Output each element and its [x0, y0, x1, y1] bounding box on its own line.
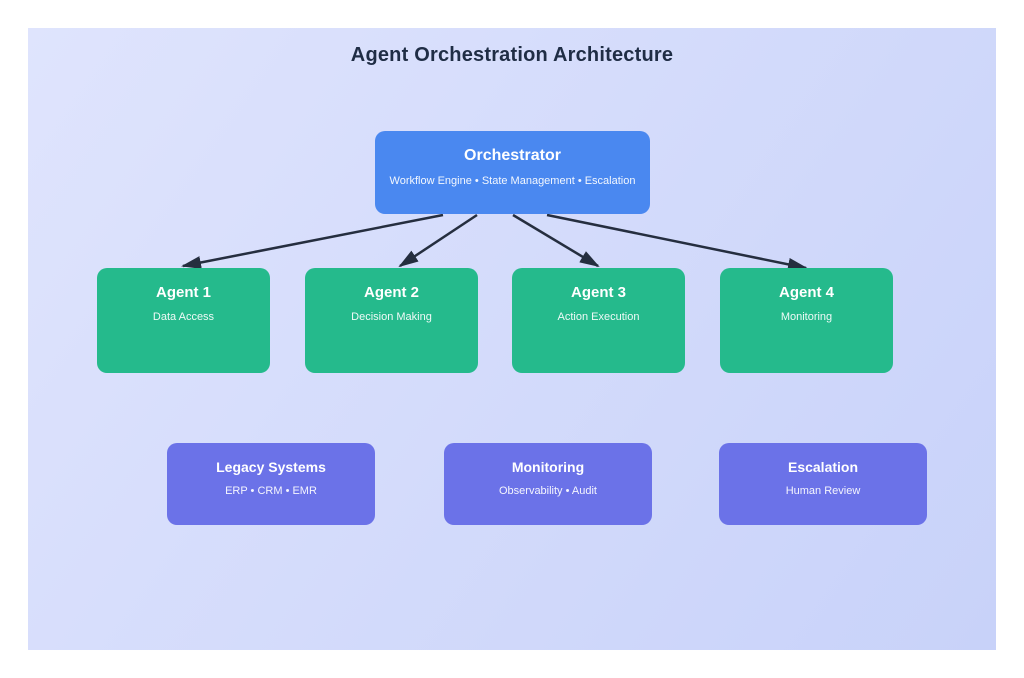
node-escalation: Escalation Human Review [719, 443, 927, 525]
diagram-title: Agent Orchestration Architecture [350, 44, 674, 66]
system-subtitle: ERP • CRM • EMR [225, 485, 317, 497]
system-title: Escalation [787, 459, 859, 475]
agent-subtitle: Action Execution [557, 311, 640, 323]
agent-title: Agent 4 [778, 284, 834, 301]
system-subtitle: Human Review [785, 485, 861, 497]
agent-subtitle: Decision Making [351, 311, 432, 323]
orchestrator-subtitle: Workflow Engine • State Management • Esc… [389, 175, 636, 187]
system-title: Monitoring [511, 459, 585, 475]
system-title: Legacy Systems [216, 459, 326, 475]
node-agent-3: Agent 3 Action Execution [512, 268, 685, 373]
agent-title: Agent 1 [155, 284, 211, 301]
agent-title: Agent 3 [570, 284, 626, 301]
system-subtitle: Observability • Audit [498, 485, 597, 497]
agent-subtitle: Data Access [152, 311, 215, 323]
node-legacy-systems: Legacy Systems ERP • CRM • EMR [167, 443, 375, 525]
node-monitoring: Monitoring Observability • Audit [444, 443, 652, 525]
orchestrator-title: Orchestrator [464, 147, 561, 164]
node-agent-4: Agent 4 Monitoring [720, 268, 893, 373]
node-orchestrator: Orchestrator Workflow Engine • State Man… [375, 131, 650, 214]
node-agent-2: Agent 2 Decision Making [305, 268, 478, 373]
node-agent-1: Agent 1 Data Access [97, 268, 270, 373]
agent-subtitle: Monitoring [780, 311, 833, 323]
agent-title: Agent 2 [363, 284, 419, 301]
